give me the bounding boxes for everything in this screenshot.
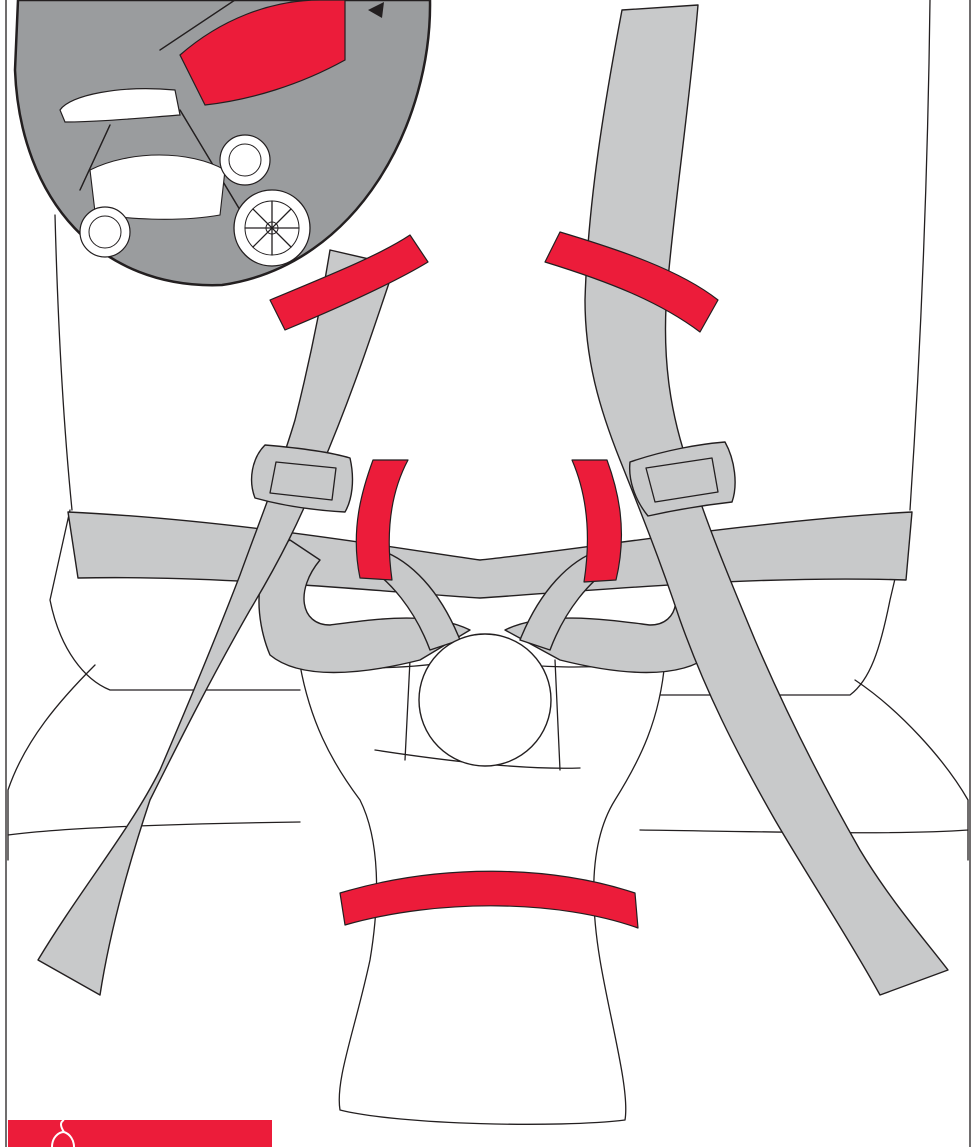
stroller-inset xyxy=(15,0,430,285)
hip-belt xyxy=(68,512,912,598)
center-buckle xyxy=(419,634,551,766)
brand-bar xyxy=(8,1120,272,1147)
left-shoulder-strap xyxy=(38,250,395,995)
